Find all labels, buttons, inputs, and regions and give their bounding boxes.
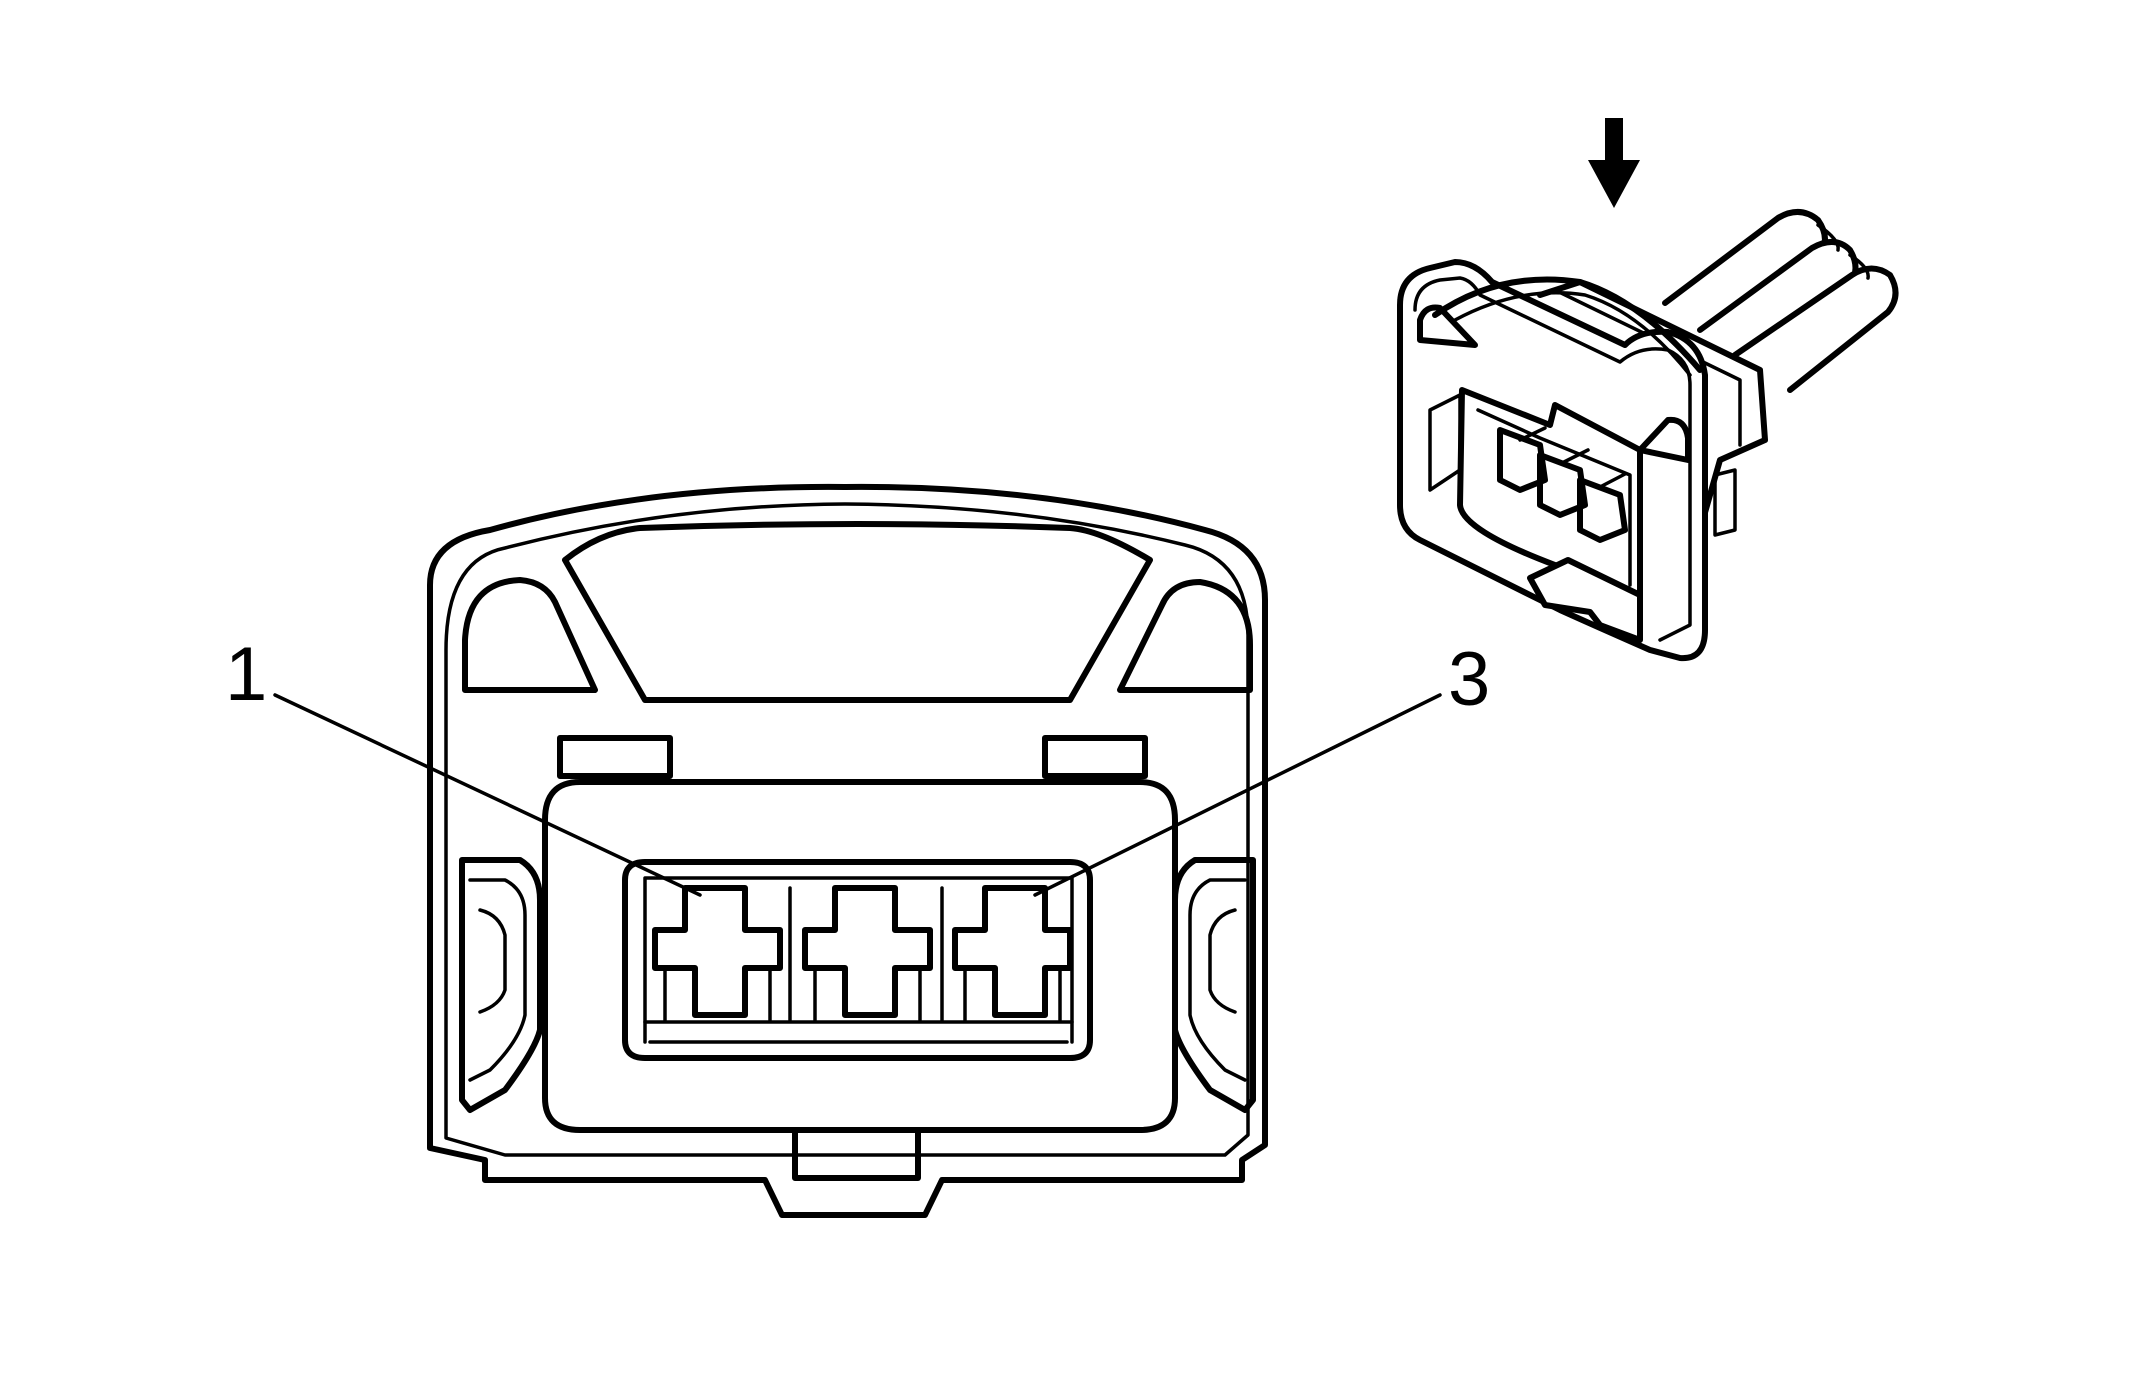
- terminal-pin-2: [802, 885, 933, 1022]
- terminal-pin-3: [952, 885, 1073, 1022]
- pin-1-label: 1: [225, 632, 267, 717]
- leader-line-pin-1: [273, 693, 702, 897]
- arrow-down-icon: [1588, 118, 1640, 208]
- connector-front-view: [427, 483, 1268, 1218]
- pin-3-label: 3: [1448, 637, 1490, 722]
- leader-line-pin-3: [1033, 693, 1442, 897]
- terminal-pin-1: [652, 885, 783, 1022]
- connector-isometric-view: [1397, 209, 1899, 662]
